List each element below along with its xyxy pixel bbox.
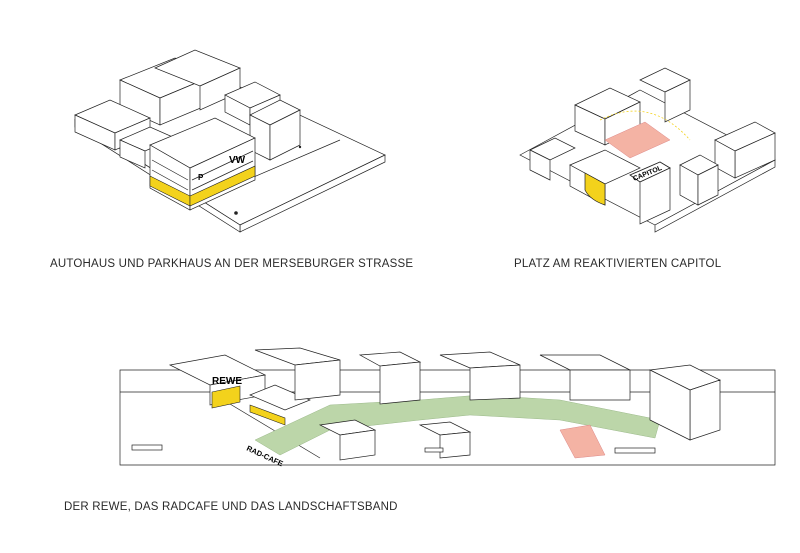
caption-autohaus: AUTOHAUS UND PARKHAUS AN DER MERSEBURGER…	[50, 258, 414, 270]
radcafe-building	[249, 384, 311, 426]
diagram-autohaus-parkhaus: VW P	[74, 49, 386, 233]
bench	[131, 444, 163, 451]
capitol-building	[569, 149, 671, 225]
caption-capitol: PLATZ AM REAKTIVIERTEN CAPITOL	[514, 258, 722, 270]
radweg-line	[214, 394, 321, 459]
light-arc	[599, 110, 691, 141]
building-block	[639, 67, 691, 123]
building-block	[574, 87, 641, 146]
vw-sign: VW	[229, 155, 246, 166]
car-dot	[234, 211, 238, 215]
bench	[424, 447, 444, 453]
rewe-building	[168, 354, 267, 409]
building-block	[648, 364, 721, 441]
parking-garage	[149, 117, 256, 211]
rewe-sign: REWE	[212, 376, 242, 387]
building-block	[318, 419, 377, 461]
parking-sign: P	[198, 173, 204, 182]
building-block	[714, 121, 776, 179]
capitol-yellow-facade	[584, 172, 606, 206]
building-block	[679, 154, 719, 206]
diagram-platz-capitol: CAPITOL	[519, 67, 776, 233]
building-block	[529, 137, 576, 181]
building-block	[249, 99, 301, 161]
building-block	[358, 351, 422, 405]
plaza-area	[604, 121, 671, 159]
car-dot	[298, 145, 302, 149]
pink-plot	[559, 424, 606, 459]
building-block	[539, 354, 631, 401]
building-block	[254, 347, 341, 401]
garage-yellow-band	[189, 165, 256, 207]
diagram-rewe-radcafe: REWE	[119, 347, 776, 468]
caption-rewe: DER REWE, DAS RADCAFE UND DAS LANDSCHAFT…	[64, 501, 398, 513]
building-block	[439, 351, 521, 401]
bench	[614, 447, 656, 454]
